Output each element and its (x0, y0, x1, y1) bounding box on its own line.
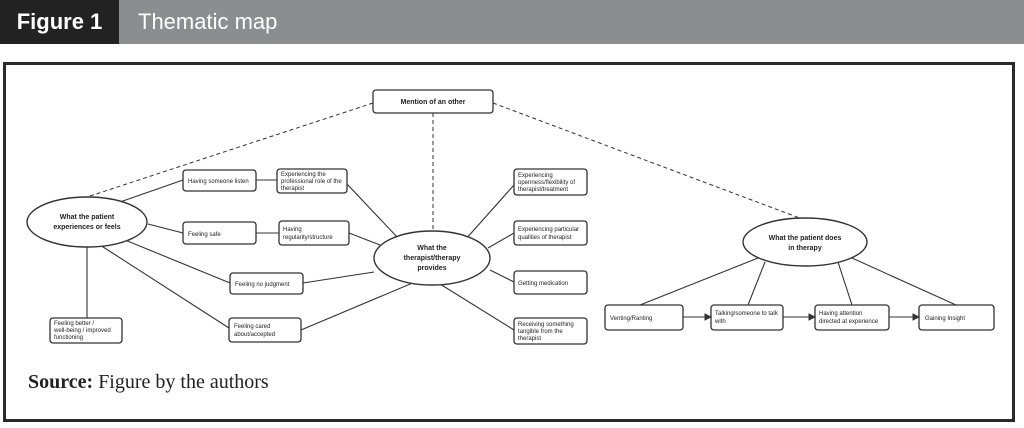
diagram-frame (3, 62, 1015, 422)
svg-text:about/accepted: about/accepted (234, 332, 275, 338)
svg-text:Receiving something: Receiving something (518, 322, 574, 328)
svg-text:Experiencing: Experiencing (518, 173, 553, 179)
svg-text:Getting medication: Getting medication (518, 281, 568, 287)
node-venting-ranting: Venting/Ranting (604, 304, 684, 331)
node-openness-flexibility: Experiencing openness/flexibility of the… (513, 168, 588, 196)
svg-text:well-being / improved: well-being / improved (53, 328, 111, 334)
svg-text:provides: provides (417, 265, 446, 272)
svg-text:functioning: functioning (54, 335, 83, 341)
edge-cared-therapist (300, 281, 416, 331)
node-talking: Talking/someone to talk with (710, 304, 784, 331)
source-label: Source: (28, 371, 94, 393)
svg-text:therapist: therapist (281, 186, 304, 192)
edge-does-attention (837, 261, 853, 306)
figure-label: Figure 1 (0, 0, 119, 44)
node-patient-does: What the patient does in therapy (742, 217, 868, 267)
svg-text:therapist: therapist (518, 336, 541, 342)
node-feeling-cared: Feeling cared about/accepted (228, 317, 302, 343)
source-note: Source: Figure by the authors (28, 371, 269, 394)
node-regularity-structure: Having regularity/structure (278, 220, 350, 246)
node-feeling-safe: Feeling safe (182, 221, 257, 245)
edge-mention-patient-does (492, 102, 806, 221)
svg-text:What the: What the (417, 245, 447, 252)
node-mention-of-an-other: Mention of an other (372, 89, 494, 114)
node-receiving-tangible: Receiving something tangible from the th… (513, 317, 588, 345)
svg-text:Feeling better /: Feeling better / (54, 321, 94, 327)
svg-text:Experiencing the: Experiencing the (281, 172, 326, 178)
svg-text:Having attention: Having attention (819, 311, 862, 317)
node-professional-role: Experiencing the professional role of th… (276, 168, 348, 194)
node-feeling-no-judgment: Feeling no judgment (229, 272, 304, 295)
edge-therapist-tangible (439, 283, 515, 331)
node-having-attention: Having attention directed at experience (814, 304, 890, 331)
edge-patient-listen (119, 179, 184, 203)
svg-text:What the patient: What the patient (60, 214, 115, 221)
svg-text:tangible from the: tangible from the (518, 329, 563, 335)
node-particular-qualities: Experiencing particular qualities of the… (513, 220, 588, 246)
svg-text:Talking/someone to talk: Talking/someone to talk (715, 311, 779, 317)
edge-therapist-medication (489, 269, 515, 283)
edge-patient-safe (147, 223, 184, 234)
edge-does-talking (747, 261, 766, 306)
svg-text:Feeling safe: Feeling safe (188, 232, 221, 238)
svg-text:Feeling no judgment: Feeling no judgment (235, 282, 290, 288)
node-patient-experiences: What the patient experiences or feels (26, 196, 148, 248)
svg-text:in therapy: in therapy (788, 245, 822, 252)
svg-text:openness/flexibility of: openness/flexibility of (518, 180, 575, 186)
edge-does-venting (639, 257, 759, 306)
svg-text:What the patient does: What the patient does (769, 235, 842, 242)
edge-regularity-therapist (348, 232, 381, 246)
edge-therapist-openness (464, 184, 515, 241)
node-getting-medication: Getting medication (513, 270, 588, 295)
edge-does-insight (851, 257, 957, 306)
svg-text:Gaining Insight: Gaining Insight (925, 316, 965, 322)
svg-text:regularity/structure: regularity/structure (283, 235, 333, 241)
svg-text:therapist/treatment: therapist/treatment (518, 187, 568, 193)
node-therapist-provides: What the therapist/therapy provides (373, 230, 491, 286)
svg-text:with: with (714, 319, 726, 325)
svg-text:Feeling cared: Feeling cared (234, 324, 270, 330)
node-gaining-insight: Gaining Insight (918, 304, 995, 331)
edge-professional-therapist (346, 183, 399, 239)
edge-patient-nojudgment (124, 239, 231, 284)
edge-patient-cared (99, 244, 230, 329)
figure-title: Thematic map (138, 9, 278, 34)
svg-text:professional role of the: professional role of the (281, 179, 342, 185)
source-text: Figure by the authors (98, 371, 269, 393)
svg-text:Having: Having (283, 227, 302, 233)
svg-text:therapist/therapy: therapist/therapy (404, 255, 461, 262)
edge-nojudgment-therapist (302, 271, 375, 284)
svg-text:Having someone listen: Having someone listen (188, 179, 249, 185)
svg-text:experiences or feels: experiences or feels (53, 224, 120, 231)
node-label: Mention of an other (401, 99, 466, 106)
edge-therapist-qualities (487, 232, 515, 249)
svg-text:Experiencing particular: Experiencing particular (518, 227, 579, 233)
svg-text:Venting/Ranting: Venting/Ranting (610, 316, 652, 322)
svg-text:qualities of therapist: qualities of therapist (518, 235, 572, 241)
svg-text:directed at experience: directed at experience (819, 319, 879, 325)
node-feeling-better: Feeling better / well-being / improved f… (49, 317, 123, 344)
node-having-someone-listen: Having someone listen (182, 169, 257, 192)
header-bar: Figure 1 Thematic map (0, 0, 1024, 44)
edge-mention-patient-experiences (89, 102, 374, 197)
